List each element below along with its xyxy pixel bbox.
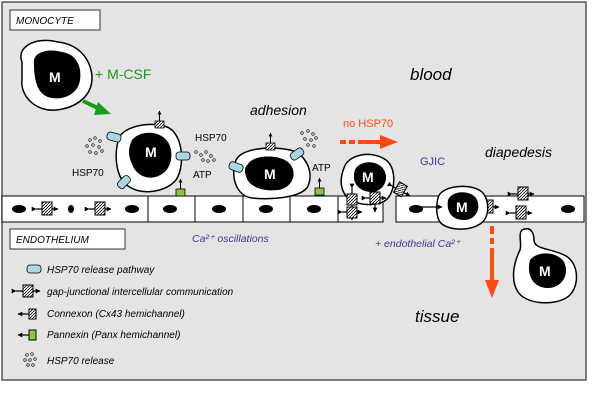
hsp70-release-pathway-icon <box>175 151 191 161</box>
legend-item: HSP70 release pathway <box>26 264 155 276</box>
ca-oscillations-label: Ca²⁺ oscillations <box>192 233 269 245</box>
legend-item: gap-junctional intercellular communicati… <box>11 284 234 298</box>
endothelial-layer <box>1 195 585 223</box>
hsp70-label: HSP70 <box>195 133 227 144</box>
cell-m-label: M <box>362 169 374 185</box>
legend: HSP70 release pathway gap-junctional int… <box>11 264 234 367</box>
adhesion-label: adhesion <box>250 102 307 118</box>
pannexin-icon <box>175 178 186 197</box>
gap-junction-icon <box>31 201 59 216</box>
gjic-label: GJIC <box>420 156 445 168</box>
hsp70-release-pathway-icon <box>228 161 244 173</box>
monocyte-cell: M <box>435 185 489 230</box>
hsp70-release-pathway-icon <box>289 147 305 161</box>
hsp70-release-icon <box>300 129 318 148</box>
hsp70-release-pathway-icon <box>117 175 131 189</box>
legend-text: Pannexin (Panx hemichannel) <box>47 330 180 341</box>
legend-text: HSP70 release pathway <box>47 265 155 276</box>
no-hsp70-label: no HSP70 <box>343 118 393 130</box>
legend-text: gap-junctional intercellular communicati… <box>47 287 234 298</box>
monocyte-cell: M <box>115 123 183 193</box>
legend-item: Connexon (Cx43 hemichannel) <box>17 308 185 320</box>
diapedesis-label: diapedesis <box>485 144 552 160</box>
orange-arrow-icon <box>340 135 398 149</box>
connexon-icon <box>17 308 37 320</box>
gap-junction-icon <box>84 201 112 216</box>
cell-m-label: M <box>539 263 551 279</box>
monocyte-cell: M <box>512 228 578 304</box>
gap-junction-icon <box>387 181 411 198</box>
cell-m-label: M <box>145 144 157 160</box>
monocyte-box: MONOCYTE <box>9 9 101 31</box>
hsp70-release-pathway-icon <box>26 264 42 274</box>
gap-junction-icon <box>505 205 533 220</box>
gap-junction-icon <box>361 185 387 213</box>
green-arrow-icon <box>82 99 111 115</box>
endothelium-box-label: ENDOTHELIUM <box>16 235 89 246</box>
cell-m-label: M <box>49 69 61 85</box>
hsp70-label: HSP70 <box>72 168 104 179</box>
blood-label: blood <box>410 65 452 84</box>
monocyte-cell: M <box>20 39 93 111</box>
connexon-icon <box>265 132 276 151</box>
cell-m-label: M <box>456 199 468 215</box>
gap-junction-icon <box>337 183 363 221</box>
orange-down-arrow-icon <box>485 226 499 298</box>
tissue-label: tissue <box>415 307 459 326</box>
monocyte-cell: M <box>232 147 311 200</box>
hsp70-release-icon <box>85 136 104 155</box>
atp-label: ATP <box>312 163 331 174</box>
hsp70-release-icon <box>23 352 37 367</box>
hsp70-release-icon <box>194 150 216 163</box>
hsp70-release-pathway-icon <box>106 131 122 143</box>
endothelial-ca-label: + endothelial Ca²⁺ <box>375 238 462 250</box>
legend-item: Pannexin (Panx hemichannel) <box>17 329 180 341</box>
gap-junction-icon <box>11 284 41 298</box>
atp-label: ATP <box>193 170 212 181</box>
legend-text: Connexon (Cx43 hemichannel) <box>47 309 185 320</box>
connexon-icon <box>154 110 165 129</box>
pannexin-icon <box>314 177 325 196</box>
legend-item: HSP70 release <box>23 352 115 367</box>
mcsf-label: + M-CSF <box>95 66 151 82</box>
cell-m-label: M <box>264 166 276 182</box>
endothelium-box: ENDOTHELIUM <box>9 228 126 250</box>
monocyte-box-label: MONOCYTE <box>16 16 74 27</box>
gap-junction-icon <box>507 186 535 201</box>
legend-text: HSP70 release <box>47 356 115 367</box>
pannexin-icon <box>17 329 37 341</box>
